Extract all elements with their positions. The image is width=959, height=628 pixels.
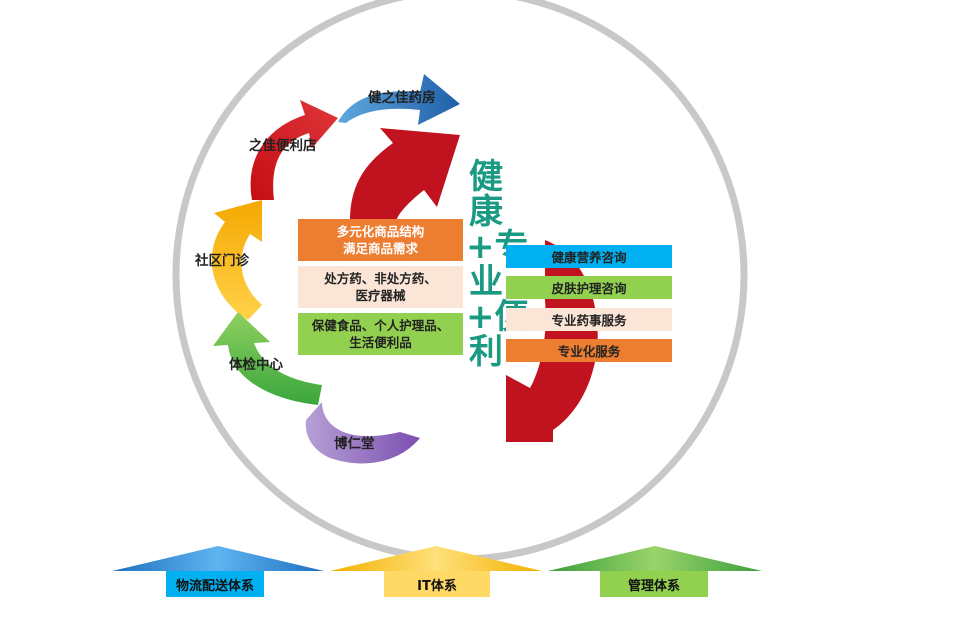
cycle-arrow-blue-icon [338, 74, 460, 125]
cycle-arrow-yellow-icon [211, 200, 262, 320]
foundation-logistics: 物流配送体系 [166, 571, 264, 597]
red-cycle-arrow-up-icon [350, 128, 460, 221]
node-borentang: 博仁堂 [334, 436, 375, 452]
service-pharmacy-affairs: 专业药事服务 [506, 308, 672, 331]
node-zhijia-store: 之佳便利店 [249, 138, 317, 154]
box-diversified-products: 多元化商品结构 满足商品需求 [298, 219, 463, 261]
box-health-products: 保健食品、个人护理品、 生活便利品 [298, 313, 463, 355]
cycle-arrow-purple-icon [305, 402, 420, 464]
cycle-arrow-red-icon [250, 100, 338, 200]
service-nutrition-consulting: 健康营养咨询 [506, 245, 672, 268]
cycle-arrow-green-icon [213, 312, 322, 405]
node-health-check-center: 体检中心 [229, 357, 283, 373]
box-prescription-drugs: 处方药、非处方药、 医疗器械 [298, 266, 463, 308]
foundation-it: IT体系 [384, 571, 490, 597]
node-community-clinic: 社区门诊 [195, 253, 249, 269]
service-professional: 专业化服务 [506, 339, 672, 362]
node-jianzhijia-pharmacy: 健之佳药房 [368, 90, 436, 106]
service-skin-care-consulting: 皮肤护理咨询 [506, 276, 672, 299]
foundation-management: 管理体系 [600, 571, 708, 597]
slogan-health-professional-convenience: 健康+专业+便利 [466, 157, 529, 372]
